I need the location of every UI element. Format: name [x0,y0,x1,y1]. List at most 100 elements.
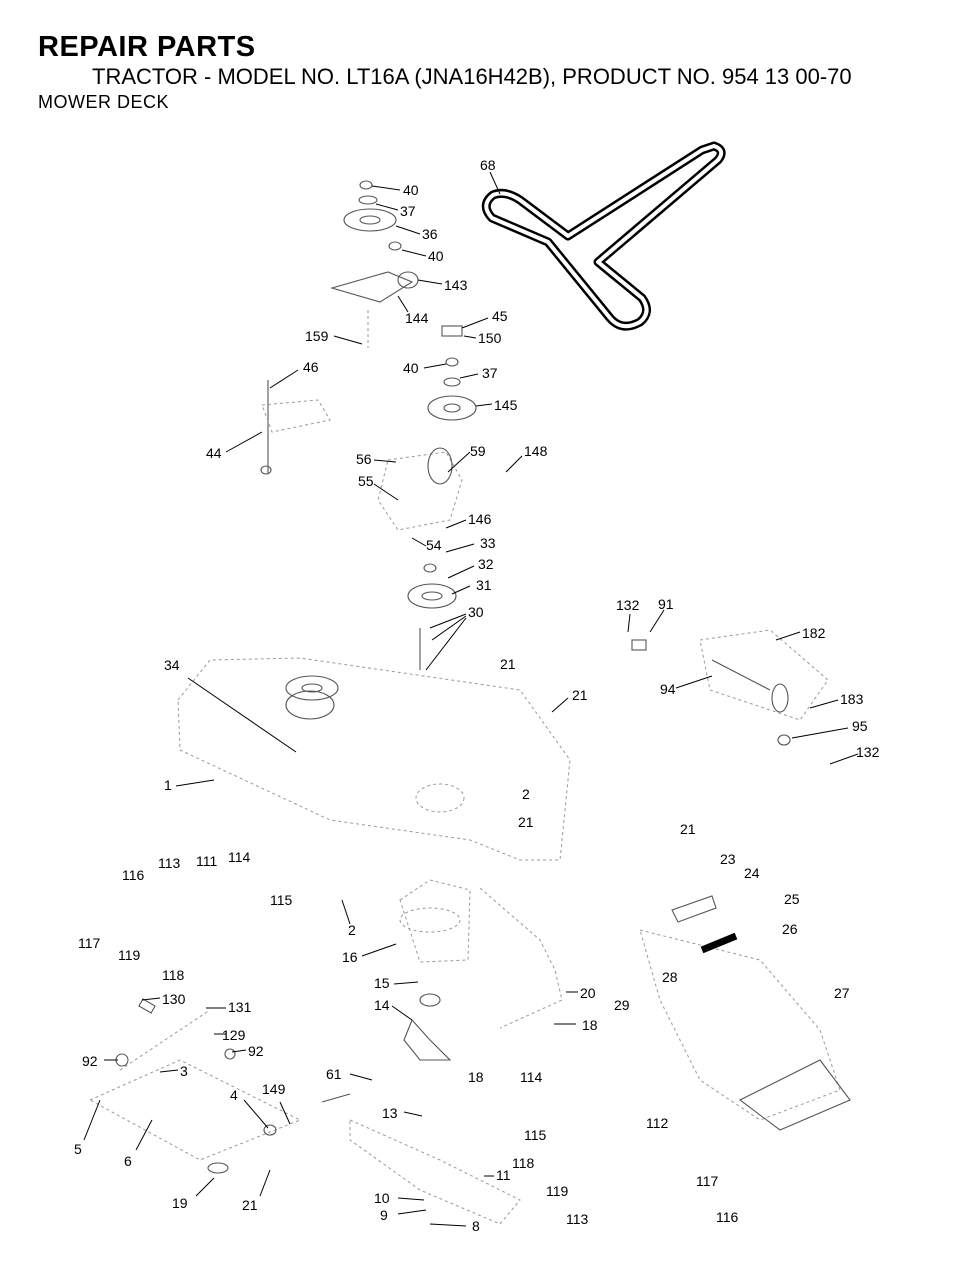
callout-56: 56 [356,451,372,467]
upper-idler-assembly [330,180,419,348]
page-header: REPAIR PARTS TRACTOR - MODEL NO. LT16A (… [38,30,958,114]
callout-9: 9 [380,1207,388,1223]
callout-117: 117 [78,935,101,951]
callout-6: 6 [124,1153,132,1169]
callout-132: 132 [616,597,640,613]
callout-30: 30 [468,604,484,620]
drive-belt [481,141,726,331]
callout-labels: 40 37 36 40 143 144 159 45 150 40 37 145… [74,157,880,1234]
callout-144: 144 [405,310,429,326]
callout-23: 23 [720,851,736,867]
callout-27: 27 [834,985,850,1001]
callout-119: 119 [118,947,141,963]
callout-117: 117 [696,1173,719,1189]
callout-129: 129 [222,1027,246,1043]
spindle-housing [377,447,463,670]
callout-116: 116 [716,1209,739,1225]
callout-26: 26 [782,921,798,937]
callout-4: 4 [230,1087,238,1103]
callout-40: 40 [428,248,444,264]
callout-115: 115 [270,892,293,908]
callout-113: 113 [158,855,181,871]
callout-118: 118 [512,1155,535,1171]
callout-159: 159 [305,328,329,344]
callout-46: 46 [303,359,319,375]
callout-115: 115 [524,1127,547,1143]
callout-18: 18 [582,1017,598,1033]
callout-19: 19 [172,1195,188,1211]
callout-8: 8 [472,1218,480,1234]
callout-28: 28 [662,969,678,985]
callout-18: 18 [468,1069,484,1085]
callout-11: 11 [496,1167,511,1183]
callout-61: 61 [326,1066,342,1082]
callout-150: 150 [478,330,502,346]
discharge-guard [631,629,829,746]
front-link-assembly [88,998,521,1225]
callout-5: 5 [74,1141,82,1157]
callout-40: 40 [403,360,419,376]
callout-68: 68 [480,157,496,173]
callout-21: 21 [518,814,534,830]
callout-44: 44 [206,445,222,461]
callout-148: 148 [524,443,548,459]
callout-16: 16 [342,949,358,965]
callout-183: 183 [840,691,864,707]
callout-132: 132 [856,744,880,760]
callout-55: 55 [358,473,374,489]
hanger-assembly [399,879,563,1061]
callout-31: 31 [476,577,492,593]
callout-92: 92 [82,1053,98,1069]
deflector-chute [639,895,851,1131]
callout-149: 149 [262,1081,286,1097]
callout-36: 36 [422,226,438,242]
callout-21: 21 [242,1197,258,1213]
model-subtitle: TRACTOR - MODEL NO. LT16A (JNA16H42B), P… [92,64,852,89]
callout-1: 1 [164,777,172,793]
callout-94: 94 [660,681,676,697]
callout-92: 92 [248,1043,264,1059]
page-title: REPAIR PARTS [38,31,256,63]
callout-118: 118 [162,967,185,983]
callout-37: 37 [400,203,416,219]
callout-37: 37 [482,365,498,381]
callout-13: 13 [382,1105,398,1121]
callout-21: 21 [680,821,696,837]
callout-143: 143 [444,277,468,293]
callout-116: 116 [122,867,145,883]
idler-pulley-stack [427,325,477,421]
callout-25: 25 [784,891,800,907]
callout-114: 114 [520,1069,543,1085]
callout-95: 95 [852,718,868,734]
callout-24: 24 [744,865,760,881]
callout-91: 91 [658,596,674,612]
callout-59: 59 [470,443,486,459]
callout-15: 15 [374,975,390,991]
callout-2: 2 [348,922,356,938]
section-label: MOWER DECK [38,92,169,112]
callout-119: 119 [546,1183,569,1199]
callout-40: 40 [403,182,419,198]
callout-114: 114 [228,849,251,865]
callout-33: 33 [480,535,496,551]
callout-182: 182 [802,625,826,641]
callout-54: 54 [426,537,442,553]
arm-bracket [260,380,331,475]
mower-deck [177,657,571,861]
callout-45: 45 [492,308,508,324]
callout-2: 2 [522,786,530,802]
callout-112: 112 [646,1115,669,1131]
callout-146: 146 [468,511,492,527]
callout-131: 131 [228,999,252,1015]
callout-29: 29 [614,997,630,1013]
callout-32: 32 [478,556,494,572]
callout-21: 21 [572,687,588,703]
callout-14: 14 [374,997,390,1013]
callout-34: 34 [164,657,180,673]
callout-113: 113 [566,1211,589,1227]
callout-21: 21 [500,656,516,672]
callout-111: 111 [196,853,217,869]
leader-lines [83,171,859,1227]
callout-3: 3 [180,1063,188,1079]
